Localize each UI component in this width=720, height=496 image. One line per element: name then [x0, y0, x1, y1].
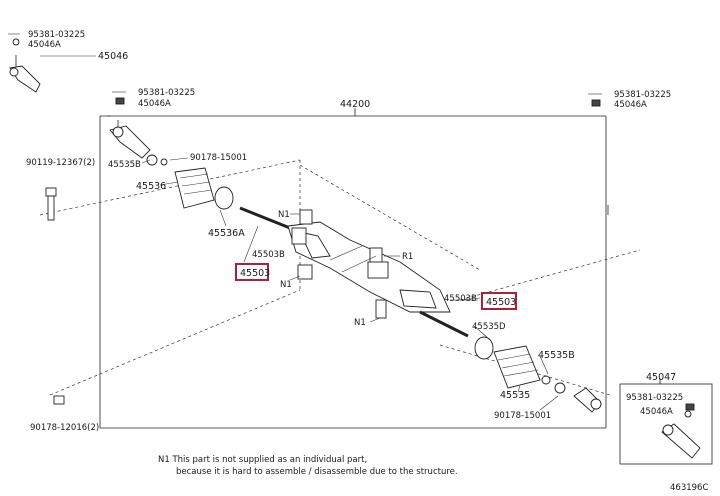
boot-left: [174, 167, 215, 209]
label-N1-middle: N1: [280, 280, 292, 290]
catalog-number: 463196C: [670, 483, 708, 493]
label-45535D: 45535D: [472, 322, 506, 332]
bolt-left: [45, 187, 57, 221]
label-45535: 45535: [500, 390, 530, 401]
label-90178-15001-left: 90178-15001: [190, 153, 247, 163]
label-95381-03225-bottom-right: 95381-03225: [626, 393, 683, 403]
castle-nut-top-right: [588, 93, 602, 107]
label-95381-03225-top-left: 95381-03225: [28, 30, 85, 40]
footnote-line-2: because it is hard to assemble / disasse…: [176, 467, 458, 477]
label-45046A-bottom-right: 45046A: [640, 407, 673, 417]
gear-housing: [287, 209, 451, 319]
label-90178-12016: 90178-12016(2): [30, 423, 99, 433]
rack-end-right: [419, 299, 478, 338]
label-R1: R1: [402, 252, 413, 262]
label-45503B-right: 45503B: [444, 294, 477, 304]
label-90119-12367: 90119-12367(2): [26, 158, 95, 168]
label-45503-left[interactable]: 45503: [240, 268, 270, 279]
label-45535B-left: 45535B: [108, 160, 141, 170]
label-45046A-top-left: 45046A: [28, 40, 61, 50]
label-90178-15001-right: 90178-15001: [494, 411, 551, 421]
label-45046A-top-middle: 45046A: [138, 99, 171, 109]
footnote-line-1: N1 This part is not supplied as an indiv…: [158, 455, 368, 465]
tie-rod-end-left: [109, 120, 151, 159]
rack-end-left: [239, 206, 291, 263]
clamp-right: [474, 336, 494, 360]
castle-nut-top-middle: [112, 91, 126, 105]
tie-rod-end-right: [573, 387, 602, 413]
assembly-frame: [99, 108, 607, 429]
lock-nut-left: [146, 154, 189, 166]
label-45046A-top-right: 45046A: [614, 100, 647, 110]
label-45047: 45047: [646, 372, 676, 383]
label-95381-03225-top-middle: 95381-03225: [138, 88, 195, 98]
label-44200: 44200: [340, 99, 370, 110]
tie-rod-end-top-left: [8, 33, 96, 93]
label-45536A: 45536A: [208, 228, 245, 239]
label-45046: 45046: [98, 51, 128, 62]
label-45503B-left: 45503B: [252, 250, 285, 260]
label-N1-lower: N1: [354, 318, 366, 328]
tie-rod-end-frame: [619, 378, 713, 465]
label-45535B-right: 45535B: [538, 350, 575, 361]
clamp-left: [214, 186, 234, 227]
label-45536: 45536: [136, 181, 166, 192]
boot-right: [493, 345, 541, 389]
highlight-45503-left: [235, 263, 269, 281]
tie-rod-end-bottom-right: [661, 403, 701, 459]
label-45503-right[interactable]: 45503: [486, 297, 516, 308]
bolt-bottom-left: [53, 395, 65, 405]
label-95381-03225-top-right: 95381-03225: [614, 90, 671, 100]
leader-lines: [141, 159, 559, 411]
lock-nut-right: [541, 375, 566, 394]
label-N1-upper: N1: [278, 210, 290, 220]
highlight-45503-right: [481, 292, 517, 310]
